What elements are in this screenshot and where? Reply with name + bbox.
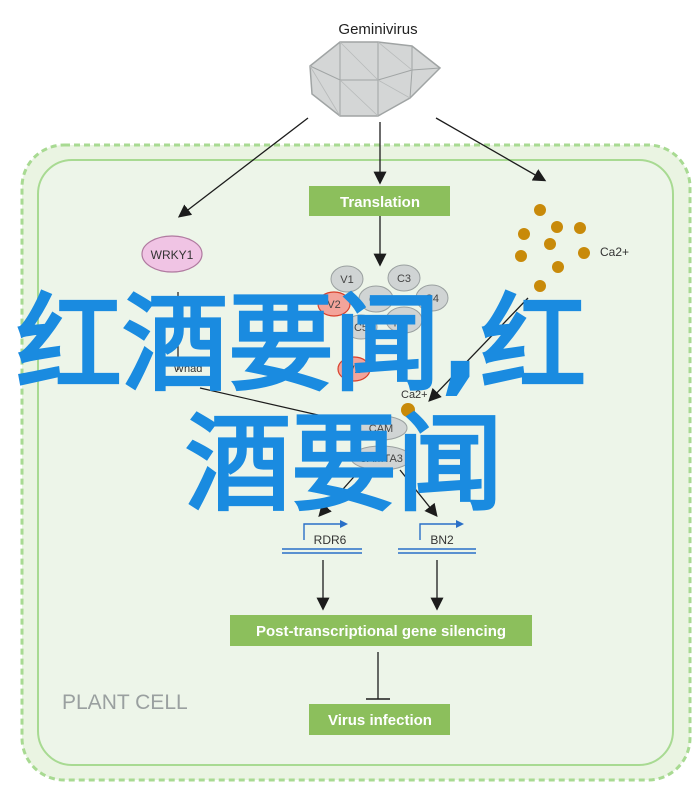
virus-infection-label: Virus infection (328, 712, 432, 729)
geminivirus-icon (309, 41, 442, 117)
calcium-ion-mid (401, 403, 415, 417)
whad-label: Whad (174, 363, 203, 375)
gene-rdr6 (282, 520, 362, 554)
cam-label: CAM (369, 423, 393, 435)
protein-c5 (344, 314, 378, 340)
protein-v1-label: V1 (340, 274, 353, 286)
protein-v2-bottom-label: V2 (347, 364, 360, 376)
protein-c3 (387, 264, 421, 292)
virus-label: Geminivirus (338, 21, 417, 38)
protein-v2-top (317, 291, 351, 317)
protein-c5-label: C5 (354, 322, 368, 334)
ptgs-box (230, 615, 532, 646)
wrky1-label: WRKY1 (151, 248, 194, 262)
gene-bn2-label: BN2 (430, 533, 454, 547)
protein-c1 (358, 285, 394, 313)
camta3-label: CAMTA3 (359, 453, 403, 465)
protein-bc1 (385, 306, 423, 334)
arrow-calcium-to-cam (428, 297, 529, 402)
translation-box (309, 186, 450, 216)
wrky1-protein (141, 235, 203, 273)
gene-rdr6-label: RDR6 (314, 533, 347, 547)
cam-protein (354, 415, 408, 441)
gene-bn2 (398, 520, 476, 554)
protein-c4 (415, 284, 449, 312)
calcium-label-mid: Ca2+ (401, 389, 428, 401)
camta3-to-rdr6-arrow (318, 469, 361, 517)
camta3-to-bn2-arrow (399, 469, 438, 518)
camta3-protein (350, 445, 412, 471)
ptgs-label: Post-transcriptional gene silencing (256, 623, 506, 640)
arrow-virus-to-calcium (435, 117, 547, 182)
protein-bc1-label: βC1 (394, 315, 414, 327)
protein-c3-label: C3 (397, 273, 411, 285)
plant-cell-label: PLANT CELL (62, 691, 188, 714)
calcium-label-top: Ca2+ (600, 245, 629, 259)
calcium-ions-group (515, 204, 590, 292)
translation-label: Translation (340, 194, 420, 211)
virus-infection-box (309, 704, 450, 735)
arrow-virus-to-wrky (177, 117, 309, 218)
protein-c1-label: C1 (369, 294, 383, 306)
wrky-to-rdr6-line (199, 387, 341, 421)
protein-c4-label: C4 (425, 293, 439, 305)
protein-v2-bottom (337, 356, 371, 382)
protein-v1 (330, 265, 364, 293)
protein-v2-top-label: V2 (327, 299, 340, 311)
